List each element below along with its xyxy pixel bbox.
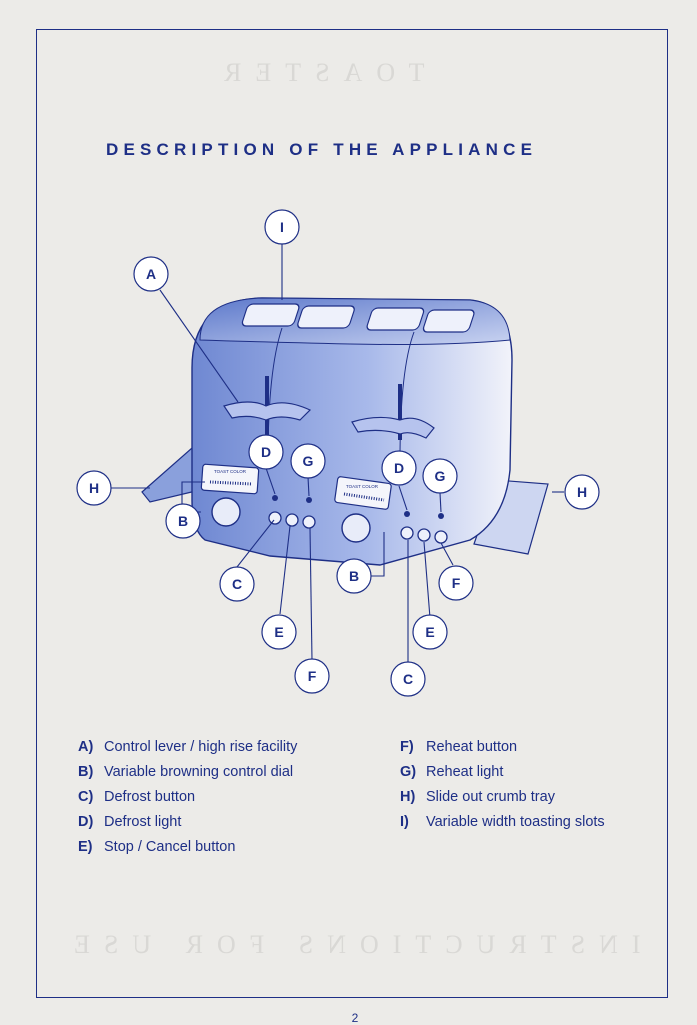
legend-left-column: A)Control lever / high rise facility B)V… bbox=[78, 737, 297, 862]
callout-circle-g-right bbox=[422, 458, 458, 494]
legend-item-i: I)Variable width toasting slots bbox=[400, 814, 605, 830]
callout-d-left: D bbox=[261, 444, 271, 460]
browning-gauge-right: TOAST COLOR bbox=[334, 476, 392, 510]
control-lever-left bbox=[223, 401, 312, 421]
callout-c-right: C bbox=[403, 671, 413, 687]
button-row-right bbox=[400, 526, 448, 544]
callout-i: I bbox=[280, 219, 284, 235]
callout-circle-h-left bbox=[76, 470, 112, 506]
page-title: DESCRIPTION OF THE APPLIANCE bbox=[106, 140, 538, 159]
callout-circle-f-right bbox=[438, 565, 474, 601]
gauge-label-left: TOAST COLOR bbox=[214, 469, 247, 474]
callout-f-left: F bbox=[308, 668, 317, 684]
callout-g-left: G bbox=[303, 453, 314, 469]
callout-f-right: F bbox=[452, 575, 461, 591]
callout-e-left: E bbox=[274, 624, 283, 640]
callout-c-left: C bbox=[232, 576, 242, 592]
legend-item-c: C)Defrost button bbox=[78, 789, 196, 805]
legend-item-a: A)Control lever / high rise facility bbox=[78, 739, 298, 755]
legend-right-column: F)Reheat button G)Reheat light H)Slide o… bbox=[400, 737, 605, 837]
callout-g-right: G bbox=[435, 468, 446, 484]
callout-h-left: H bbox=[89, 480, 99, 496]
defrost-light-left bbox=[272, 495, 278, 501]
legend-item-e: E)Stop / Cancel button bbox=[78, 839, 236, 855]
callout-circle-b-right bbox=[336, 558, 372, 594]
defrost-light-right bbox=[404, 511, 410, 517]
legend-item-h: H)Slide out crumb tray bbox=[400, 789, 555, 805]
legend-item-g: G)Reheat light bbox=[400, 764, 504, 780]
page-border bbox=[36, 29, 668, 998]
browning-gauge-left: TOAST COLOR bbox=[200, 463, 260, 495]
reheat-light-right bbox=[438, 513, 444, 519]
callout-circle-b-left bbox=[165, 503, 201, 539]
page-number: 2 bbox=[351, 1011, 359, 1025]
control-lever-right bbox=[351, 416, 435, 439]
callout-circle-i bbox=[264, 209, 300, 245]
callout-b-right: B bbox=[349, 568, 359, 584]
gauge-label-right: TOAST COLOR bbox=[346, 484, 379, 489]
legend-item-d: D)Defrost light bbox=[78, 814, 182, 830]
toasting-slots bbox=[241, 303, 475, 333]
callout-b-left: B bbox=[178, 513, 188, 529]
callout-h-right: H bbox=[577, 484, 587, 500]
legend-item-b: B)Variable browning control dial bbox=[78, 764, 294, 780]
callout-circle-d-left bbox=[248, 434, 284, 470]
callout-circle-a bbox=[133, 256, 169, 292]
callout-e-right: E bbox=[425, 624, 434, 640]
button-row-left bbox=[268, 511, 316, 529]
callout-circle-h-right bbox=[564, 474, 600, 510]
callout-circle-e-left bbox=[261, 614, 297, 650]
callout-circle-c-right bbox=[390, 661, 426, 697]
callout-a: A bbox=[146, 266, 156, 282]
browning-dial-right bbox=[341, 513, 371, 543]
callout-circle-g-left bbox=[290, 443, 326, 479]
callout-circle-c-left bbox=[219, 566, 255, 602]
callout-circle-e-right bbox=[412, 614, 448, 650]
legend-item-f: F)Reheat button bbox=[400, 739, 518, 755]
reheat-light-left bbox=[306, 497, 312, 503]
callout-circle-d-right bbox=[381, 450, 417, 486]
browning-dial-left bbox=[211, 497, 241, 527]
callout-circle-f-left bbox=[294, 658, 330, 694]
callout-d-right: D bbox=[394, 460, 404, 476]
